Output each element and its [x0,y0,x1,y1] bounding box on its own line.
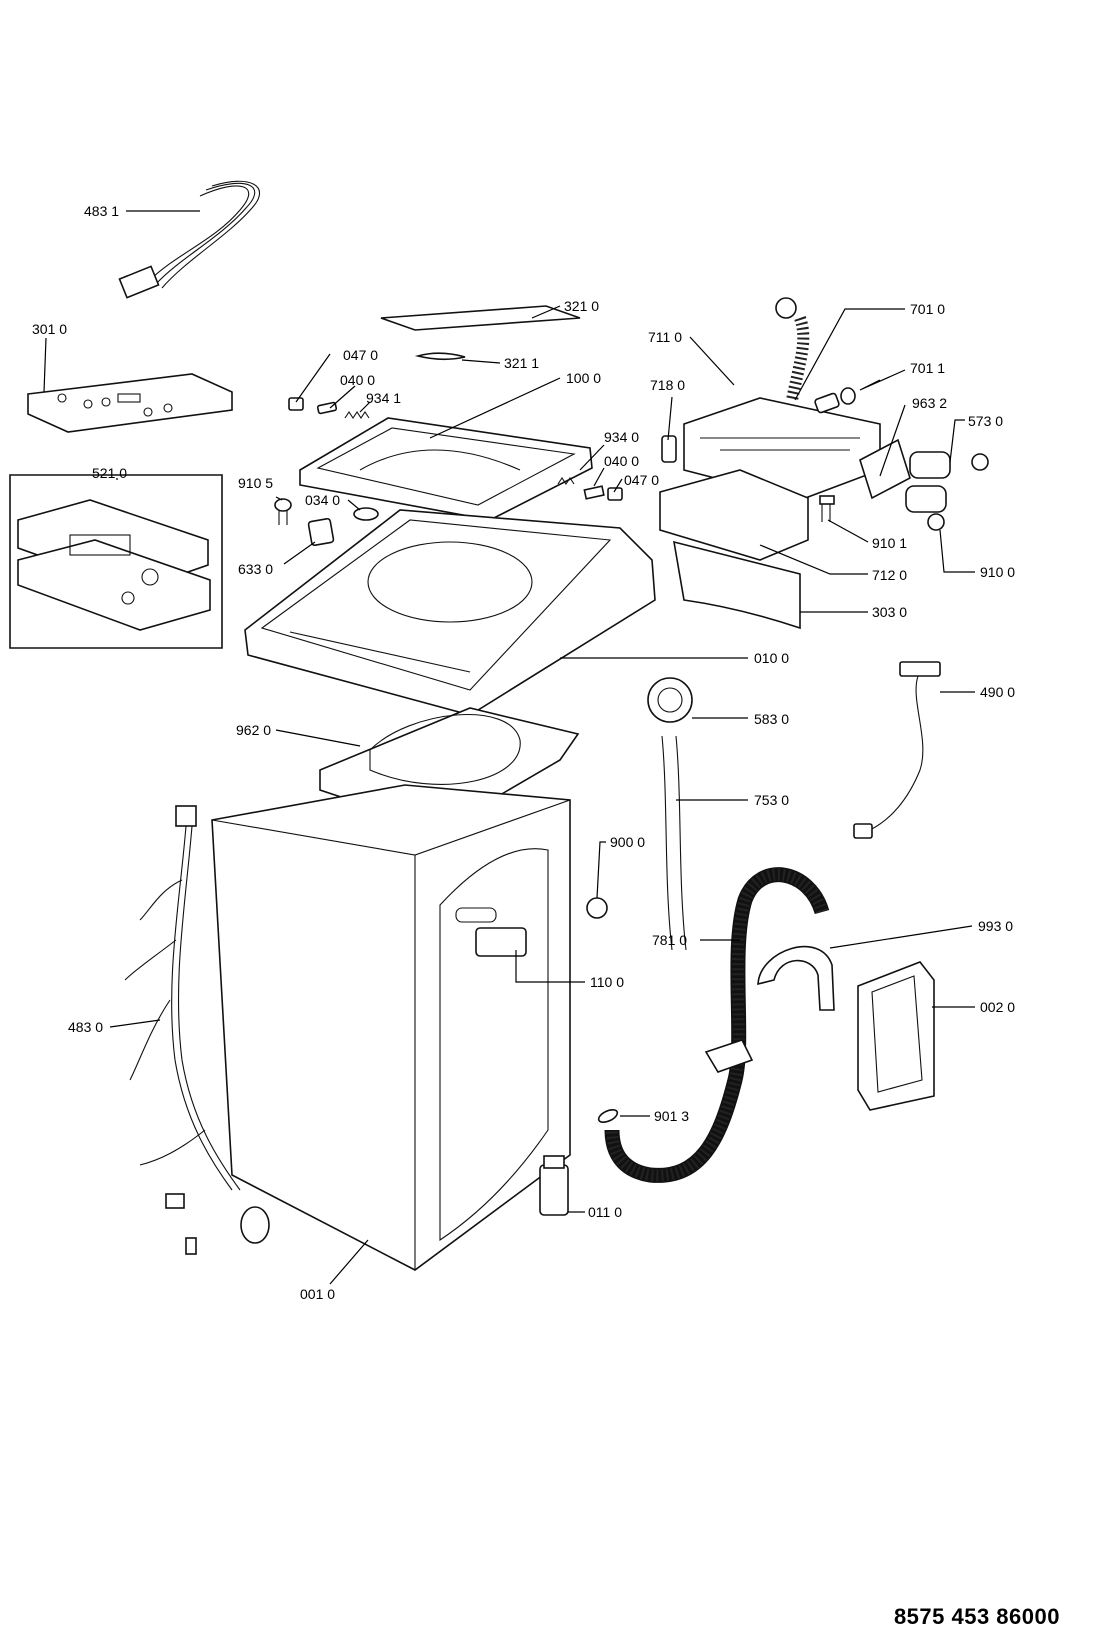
part-label-963-2: 963 2 [912,395,947,411]
leader-lines [43,210,975,1285]
part-label-781-0: 781 0 [652,932,687,948]
part-label-633-0: 633 0 [238,561,273,577]
part-label-483-1: 483 1 [84,203,119,219]
part-label-010-0: 010 0 [754,650,789,666]
part-label-483-0: 483 0 [68,1019,103,1035]
clamp-900 [586,897,608,919]
part-label-701-0: 701 0 [910,301,945,317]
screw-and-switch [274,498,379,547]
drawer-front [673,540,801,630]
part-label-047-0-a: 047 0 [343,347,378,363]
part-label-040-0-b: 040 0 [604,453,639,469]
lid-panel [380,305,581,331]
document-number: 8575 453 86000 [893,1604,1060,1629]
part-label-712-0: 712 0 [872,567,907,583]
part-label-002-0: 002 0 [980,999,1015,1015]
part-label-303-0: 303 0 [872,604,907,620]
part-label-521-0: 521 0 [92,465,127,481]
part-label-047-0-b: 047 0 [624,472,659,488]
rear-panel [857,961,935,1111]
part-label-573-0: 573 0 [968,413,1003,429]
detergent-dispenser [659,397,881,561]
cabinet [211,784,571,1271]
part-label-962-0: 962 0 [236,722,271,738]
part-label-711-0: 711 0 [648,329,682,345]
part-label-040-0-a: 040 0 [340,372,375,388]
part-label-034-0: 034 0 [305,492,340,508]
part-label-100-0: 100 0 [566,370,601,386]
pressure-switch [647,677,693,951]
lid-strip [414,352,466,361]
part-label-901-3: 901 3 [654,1108,689,1124]
part-label-490-0: 490 0 [980,684,1015,700]
part-label-753-0: 753 0 [754,792,789,808]
part-label-910-5: 910 5 [238,475,273,491]
part-label-910-1: 910 1 [872,535,907,551]
lid [299,417,593,521]
fasteners-right [557,477,623,501]
part-label-701-1: 701 1 [910,360,945,376]
part-label-321-0: 321 0 [564,298,599,314]
part-label-900-0: 900 0 [610,834,645,850]
part-label-011-0: 011 0 [588,1204,622,1220]
electronic-board [9,474,223,649]
part-label-993-0: 993 0 [978,918,1013,934]
part-label-910-0: 910 0 [980,564,1015,580]
part-label-718-0: 718 0 [650,377,685,393]
wire-harness-small [118,180,260,299]
part-label-934-1: 934 1 [366,390,401,406]
part-label-934-0: 934 0 [604,429,639,445]
cable-490 [853,661,941,839]
inlet-valve-assembly [775,297,989,531]
control-panel-strip [27,373,233,433]
part-label-301-0: 301 0 [32,321,67,337]
fasteners-left [288,397,370,419]
top-cover [244,509,656,716]
part-label-321-1: 321 1 [504,355,539,371]
part-label-001-0: 001 0 [300,1286,335,1302]
main-wire-harness [124,805,270,1255]
drain-hose [604,867,830,1183]
part-labels: 483 1 321 0 321 1 301 0 047 0 040 0 934 … [32,203,1015,1302]
hose-guide [757,946,835,1011]
part-label-583-0: 583 0 [754,711,789,727]
clip-and-fitting [539,1109,619,1216]
part-label-110-0: 110 0 [590,974,624,990]
